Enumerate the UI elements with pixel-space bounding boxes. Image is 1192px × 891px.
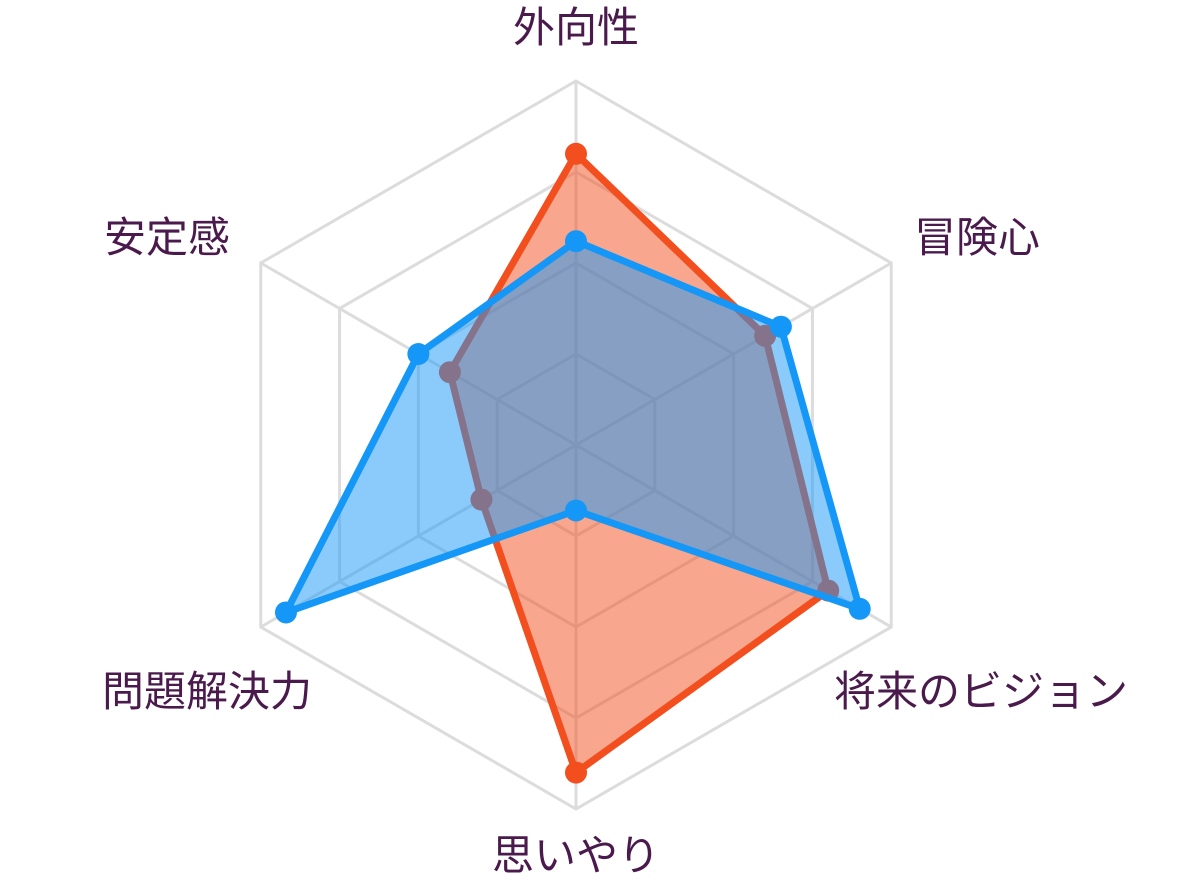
- data-point: [565, 499, 587, 522]
- axis-label-5: 安定感: [104, 213, 230, 262]
- data-point: [565, 230, 587, 253]
- axis-label-1: 冒険心: [914, 213, 1040, 262]
- radar-series: [274, 142, 871, 784]
- axis-label-0: 外向性: [513, 3, 639, 52]
- data-point: [565, 142, 587, 165]
- data-point: [769, 315, 792, 338]
- data-point: [274, 601, 297, 624]
- axis-label-2: 将来のビジョン: [834, 667, 1128, 716]
- series-1: [274, 230, 871, 624]
- data-point: [407, 343, 430, 365]
- axis-labels: 外向性 冒険心 将来のビジョン 思いやり 問題解決力 安定感: [102, 3, 1128, 880]
- data-point: [565, 761, 587, 784]
- axis-label-4: 問題解決力: [102, 667, 312, 716]
- axis-label-3: 思いやり: [492, 831, 660, 880]
- data-point: [848, 597, 871, 620]
